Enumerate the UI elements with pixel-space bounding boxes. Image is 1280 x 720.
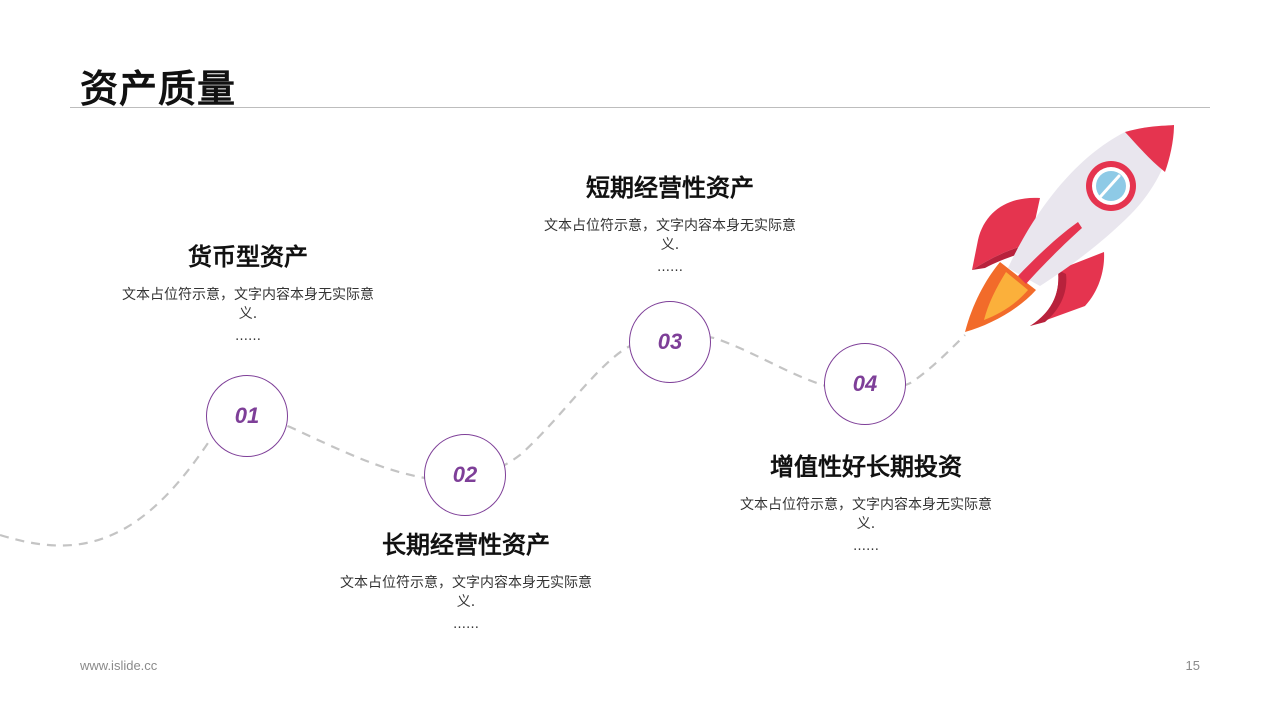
step-description: 文本占位符示意，文字内容本身无实际意义. <box>544 218 796 253</box>
step-block-03: 短期经营性资产 文本占位符示意，文字内容本身无实际意义. …… <box>530 168 810 276</box>
step-heading: 长期经营性资产 <box>382 531 550 559</box>
step-block-02: 长期经营性资产 文本占位符示意，文字内容本身无实际意义. …… <box>326 525 606 633</box>
step-heading: 增值性好长期投资 <box>770 453 962 481</box>
step-heading: 货币型资产 <box>188 243 308 271</box>
step-block-01: 货币型资产 文本占位符示意，文字内容本身无实际意义. …… <box>108 237 388 345</box>
page-number: 15 <box>1185 658 1200 673</box>
step-number: 03 <box>657 329 683 354</box>
step-ellipsis: …… <box>235 329 261 344</box>
step-node-01: 01 <box>206 375 288 457</box>
step-description: 文本占位符示意，文字内容本身无实际意义. <box>122 287 374 322</box>
step-description: 文本占位符示意，文字内容本身无实际意义. <box>340 575 592 610</box>
step-ellipsis: …… <box>657 260 683 275</box>
step-node-02: 02 <box>424 434 506 516</box>
page-title: 资产质量 <box>80 67 237 111</box>
step-number: 04 <box>852 371 878 396</box>
step-ellipsis: …… <box>853 539 879 554</box>
title-divider <box>70 107 1210 108</box>
step-number: 01 <box>234 403 260 428</box>
step-ellipsis: …… <box>453 617 479 632</box>
step-node-03: 03 <box>629 301 711 383</box>
step-node-04: 04 <box>824 343 906 425</box>
step-description: 文本占位符示意，文字内容本身无实际意义. <box>740 497 992 532</box>
step-block-04: 增值性好长期投资 文本占位符示意，文字内容本身无实际意义. …… <box>726 447 1006 555</box>
footer-url: www.islide.cc <box>80 658 158 673</box>
step-number: 02 <box>452 462 478 487</box>
step-heading: 短期经营性资产 <box>586 174 754 202</box>
rocket-icon <box>965 125 1174 332</box>
